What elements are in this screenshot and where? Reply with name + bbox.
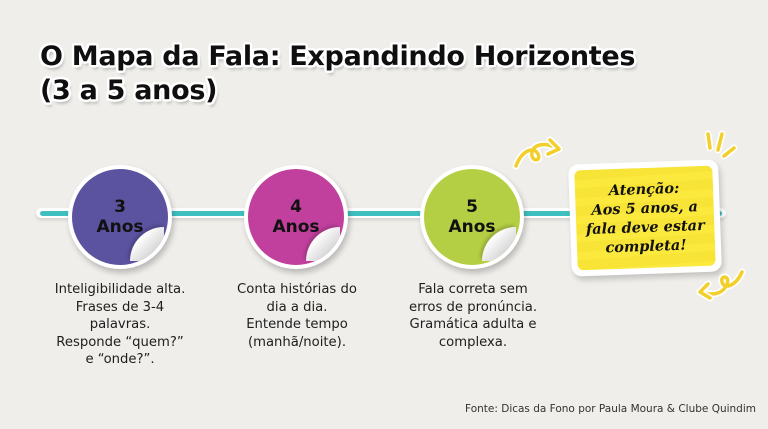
desc-line: complexa.: [438, 334, 508, 350]
stage-unit: Anos: [448, 217, 496, 237]
desc-line: palavras.: [89, 317, 151, 332]
desc-line: Fala correta sem: [418, 282, 528, 297]
curly-arrow-icon: [512, 136, 563, 170]
stage-5-description: Fala correta sem erros de pronúncia. Gra…: [388, 281, 558, 351]
stage-unit: Anos: [272, 217, 320, 237]
stage-circle: 5 Anos: [420, 165, 524, 269]
callout-highlight: Atenção: Aos 5 anos, a fala deve estar c…: [574, 165, 716, 271]
desc-line: Entende tempo: [246, 317, 348, 332]
stage-3-description: Inteligibilidade alta. Frases de 3-4 pal…: [35, 281, 205, 369]
stage-3-years: 3 Anos: [68, 165, 172, 269]
emphasis-lines-icon: [704, 130, 738, 160]
stage-number: 3: [114, 197, 126, 217]
desc-line: dia a dia.: [266, 299, 328, 315]
stage-4-description: Conta histórias do dia a dia. Entende te…: [212, 281, 382, 351]
attention-callout: Atenção: Aos 5 anos, a fala deve estar c…: [568, 159, 722, 277]
desc-line: Inteligibilidade alta.: [54, 282, 186, 297]
stage-unit: Anos: [96, 217, 144, 237]
stage-circle: 3 Anos: [68, 165, 172, 269]
timeline-line: [36, 208, 726, 218]
title-line-1: O Mapa da Fala: Expandindo Horizontes: [40, 41, 636, 72]
callout-line: fala deve estar: [585, 216, 705, 239]
source-credit: Fonte: Dicas da Fono por Paula Moura & C…: [465, 403, 756, 415]
desc-line: (manhã/noite).: [247, 334, 347, 350]
desc-line: Responde “quem?”: [56, 334, 184, 350]
stage-number: 5: [466, 197, 478, 217]
desc-line: Frases de 3-4: [75, 299, 165, 315]
callout-line: Atenção:: [608, 179, 680, 200]
title-line-2: (3 a 5 anos): [40, 75, 218, 106]
page-title: O Mapa da Fala: Expandindo Horizontes (3…: [40, 40, 740, 108]
stage-5-years: 5 Anos: [420, 165, 524, 269]
callout-line: completa!: [605, 236, 687, 257]
curly-arrow-return-icon: [696, 268, 746, 302]
desc-line: e “onde?”.: [85, 352, 155, 367]
desc-line: erros de pronúncia.: [408, 299, 538, 315]
stage-number: 4: [290, 197, 302, 217]
stage-4-years: 4 Anos: [244, 165, 348, 269]
desc-line: Conta histórias do: [237, 282, 357, 297]
desc-line: Gramática adulta e: [409, 317, 537, 332]
stage-circle: 4 Anos: [244, 165, 348, 269]
